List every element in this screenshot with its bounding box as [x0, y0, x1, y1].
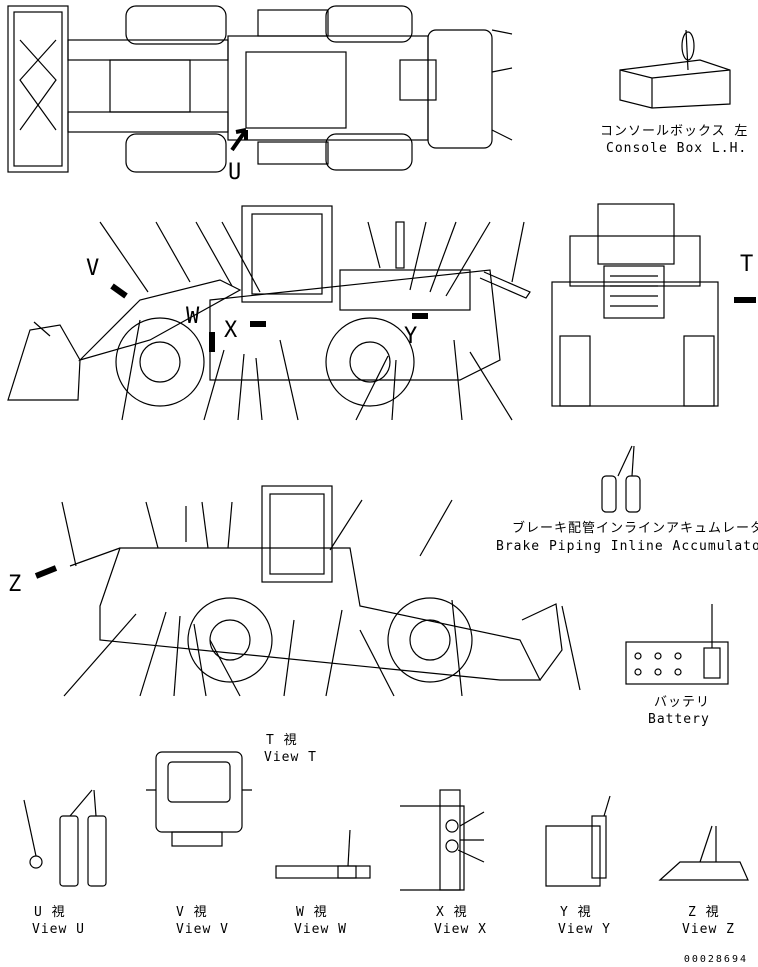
view-v-drawing: [146, 751, 252, 847]
console-box-label-jp: コンソールボックス 左: [600, 124, 749, 139]
accumulator-drawing: [601, 445, 641, 513]
view-letter-w: W: [186, 304, 200, 329]
view-x-label-en: View X: [434, 922, 487, 937]
view-x-drawing: [400, 789, 485, 891]
view-v-label-jp: V 視: [176, 905, 208, 920]
view-x-label-jp: X 視: [436, 905, 468, 920]
view-z-label-en: View Z: [682, 922, 735, 937]
right-side-view-machine: [34, 485, 581, 697]
battery-label-en: Battery: [648, 712, 710, 727]
view-letter-u: U: [228, 160, 242, 185]
view-t-label-en: View T: [264, 750, 317, 765]
view-u-label-jp: U 視: [34, 905, 66, 920]
view-t-label-jp: T 視: [266, 733, 298, 748]
view-y-label-jp: Y 視: [560, 905, 592, 920]
console-box-label-en: Console Box L.H.: [606, 141, 748, 156]
view-y-drawing: [545, 795, 611, 887]
console-box-drawing: [619, 29, 731, 109]
rear-view-machine: [551, 203, 756, 407]
view-u-label-en: View U: [32, 922, 85, 937]
view-letter-t: T: [740, 252, 754, 277]
left-side-view-machine: [7, 205, 531, 421]
view-y-label-en: View Y: [558, 922, 611, 937]
battery-drawing: [625, 604, 729, 685]
view-u-drawing: [23, 789, 107, 887]
view-letter-z: Z: [8, 572, 22, 597]
drawing-serial-number: 00028694: [683, 954, 748, 965]
view-letter-v: V: [86, 256, 100, 281]
accumulator-label-en: Brake Piping Inline Accumulator: [496, 539, 758, 554]
view-letter-x: X: [224, 318, 238, 343]
top-view-machine: [7, 5, 513, 173]
battery-label-jp: バッテリ: [654, 695, 711, 710]
view-w-drawing: [275, 829, 371, 879]
view-z-drawing: [658, 825, 749, 881]
view-z-label-jp: Z 視: [688, 905, 720, 920]
view-letter-y: Y: [404, 324, 418, 349]
view-w-label-jp: W 視: [296, 905, 328, 920]
view-w-label-en: View W: [294, 922, 347, 937]
view-v-label-en: View V: [176, 922, 229, 937]
accumulator-label-jp: ブレーキ配管インラインアキュムレータ: [512, 521, 758, 536]
